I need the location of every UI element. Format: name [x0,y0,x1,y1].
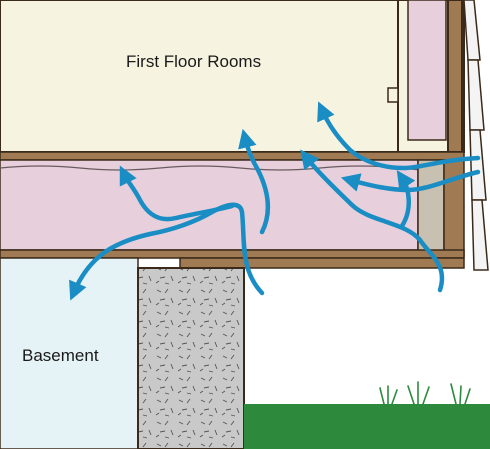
first-floor-label: First Floor Rooms [126,52,262,71]
wall-stud-right [447,0,463,153]
wall-trim [387,87,399,103]
ground-grass [244,404,490,449]
wall-insulation [407,0,447,141]
floor-joist-bottom [0,249,465,259]
grass-tuft-icon [379,381,471,405]
basement-label: Basement [22,346,99,365]
exterior-siding [463,0,489,271]
sill-plate [179,257,465,269]
airflow-arrow-icon [396,170,416,229]
airflow-arrow-icon [238,128,270,235]
airflow-arrows [69,101,481,301]
airflow-arrow-icon [300,149,445,293]
airflow-arrow-icon [317,101,481,171]
subfloor [0,151,465,161]
foundation-wall [137,267,245,449]
airflow-arrow-icon [119,165,235,222]
first-floor-room [0,0,399,153]
